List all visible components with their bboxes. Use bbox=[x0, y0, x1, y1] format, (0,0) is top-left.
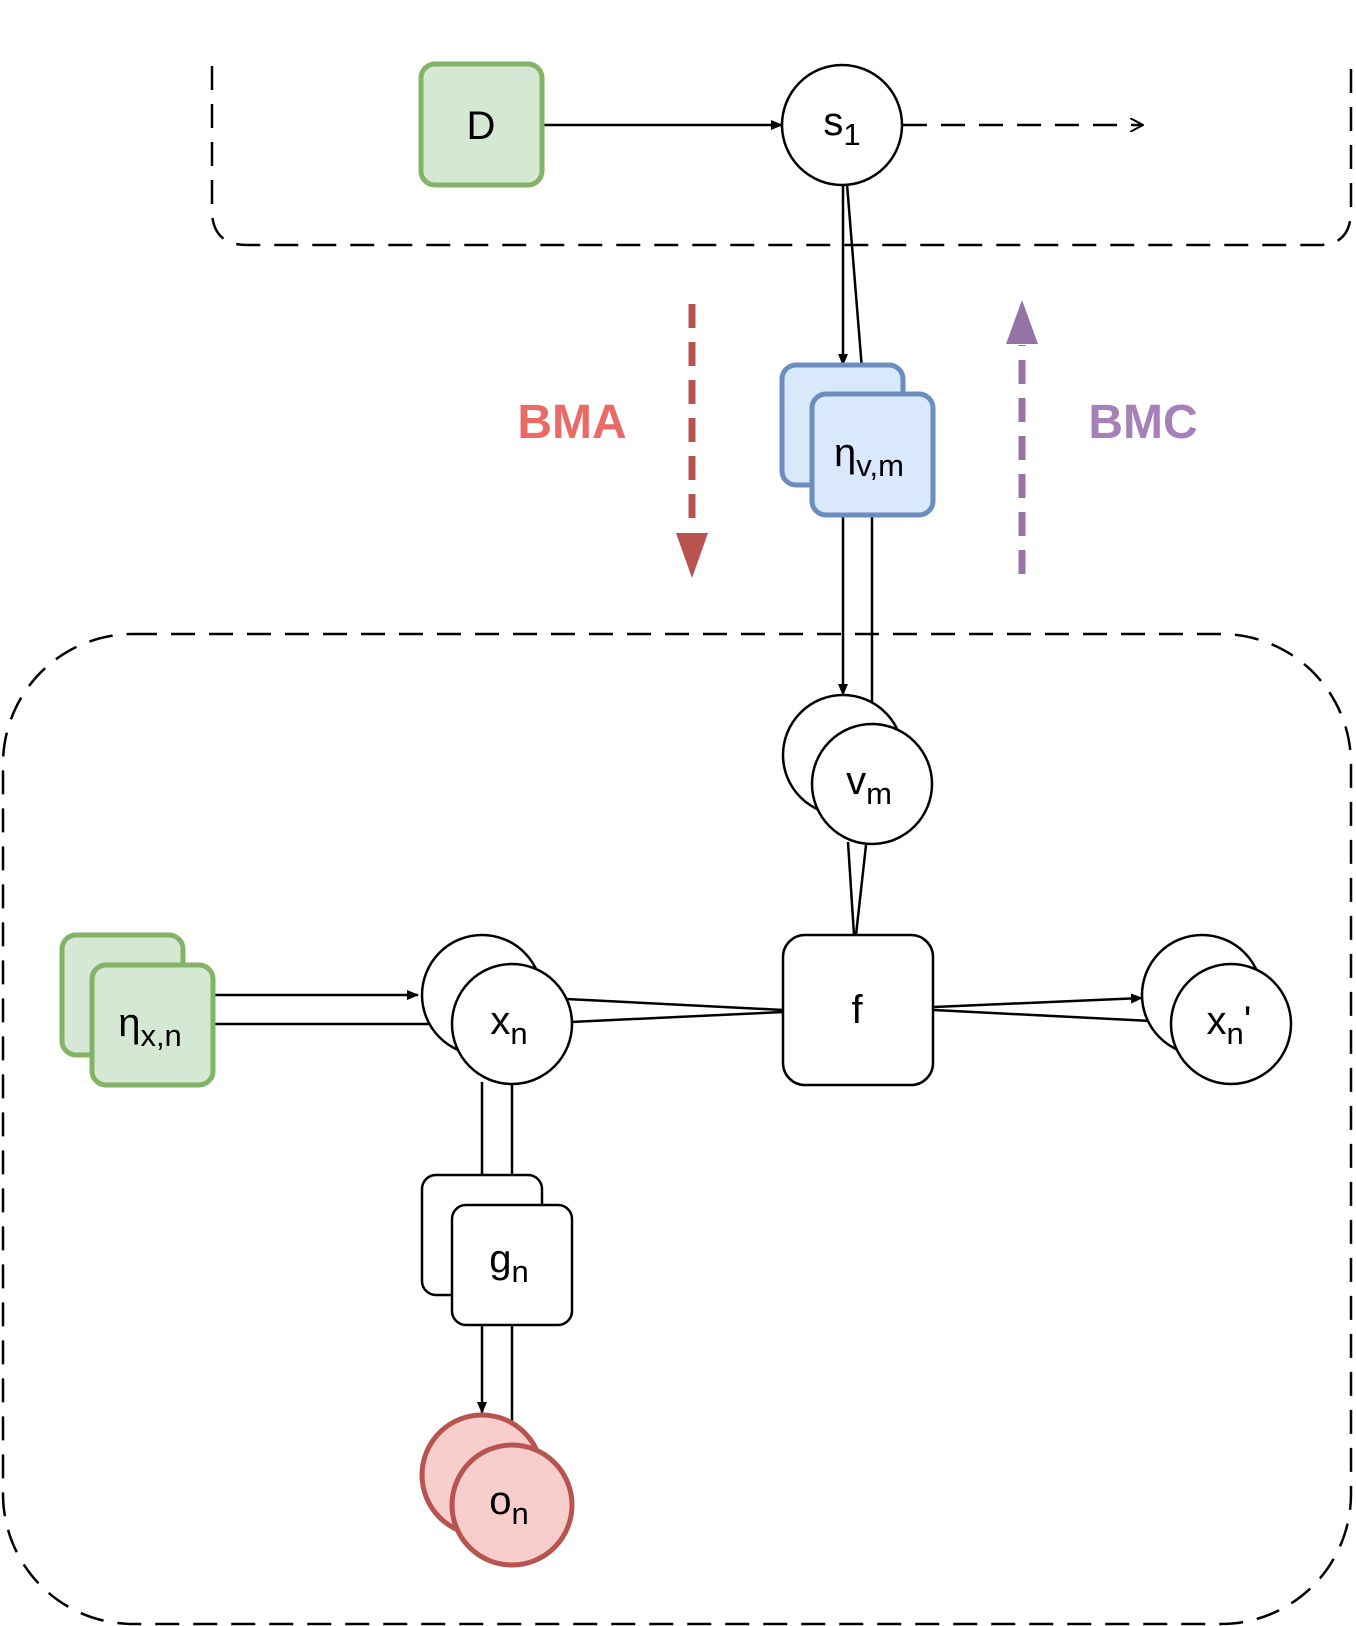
edges bbox=[214, 125, 1172, 1443]
edge-s1-eta-v-front bbox=[845, 183, 869, 395]
bma-label: BMA bbox=[517, 396, 626, 449]
local-plate bbox=[1, 632, 1353, 1626]
svg-text:vm: vm bbox=[846, 759, 892, 811]
node-x-n: xn bbox=[420, 933, 574, 1086]
svg-text:ηx,n: ηx,n bbox=[118, 1001, 182, 1053]
edge-xn-f-a bbox=[565, 997, 784, 1012]
node-x-n-prime: xn' bbox=[1140, 933, 1293, 1086]
svg-text:f: f bbox=[851, 988, 863, 1032]
node-f: f bbox=[781, 933, 935, 1087]
node-o-n: on bbox=[419, 1412, 575, 1568]
bmc-label: BMC bbox=[1088, 396, 1197, 449]
svg-text:on: on bbox=[489, 1479, 529, 1531]
edge-vm-f-b bbox=[854, 844, 868, 936]
edge-xn-f-b bbox=[570, 1010, 784, 1024]
node-eta-x: ηx,n bbox=[59, 932, 216, 1088]
node-eta-v: ηv,m bbox=[779, 362, 936, 518]
edge-f-xnp-back bbox=[933, 993, 1143, 1009]
global-plate bbox=[210, 66, 1353, 247]
svg-text:gn: gn bbox=[489, 1237, 529, 1289]
node-v-m: vm bbox=[781, 693, 934, 846]
svg-text:s1: s1 bbox=[823, 100, 860, 152]
svg-text:xn': xn' bbox=[1207, 999, 1252, 1051]
svg-text:xn: xn bbox=[490, 999, 527, 1051]
node-g-n: gn bbox=[420, 1173, 574, 1327]
edge-vm-f-a bbox=[846, 841, 856, 936]
bma-arrow bbox=[676, 304, 708, 578]
edge-f-xnp-front bbox=[933, 1008, 1172, 1027]
node-d: D bbox=[418, 61, 545, 188]
bmc-arrow bbox=[1006, 300, 1038, 574]
node-s1: s1 bbox=[780, 63, 904, 187]
svg-text:D: D bbox=[467, 104, 496, 148]
svg-text:ηv,m: ηv,m bbox=[834, 431, 904, 483]
